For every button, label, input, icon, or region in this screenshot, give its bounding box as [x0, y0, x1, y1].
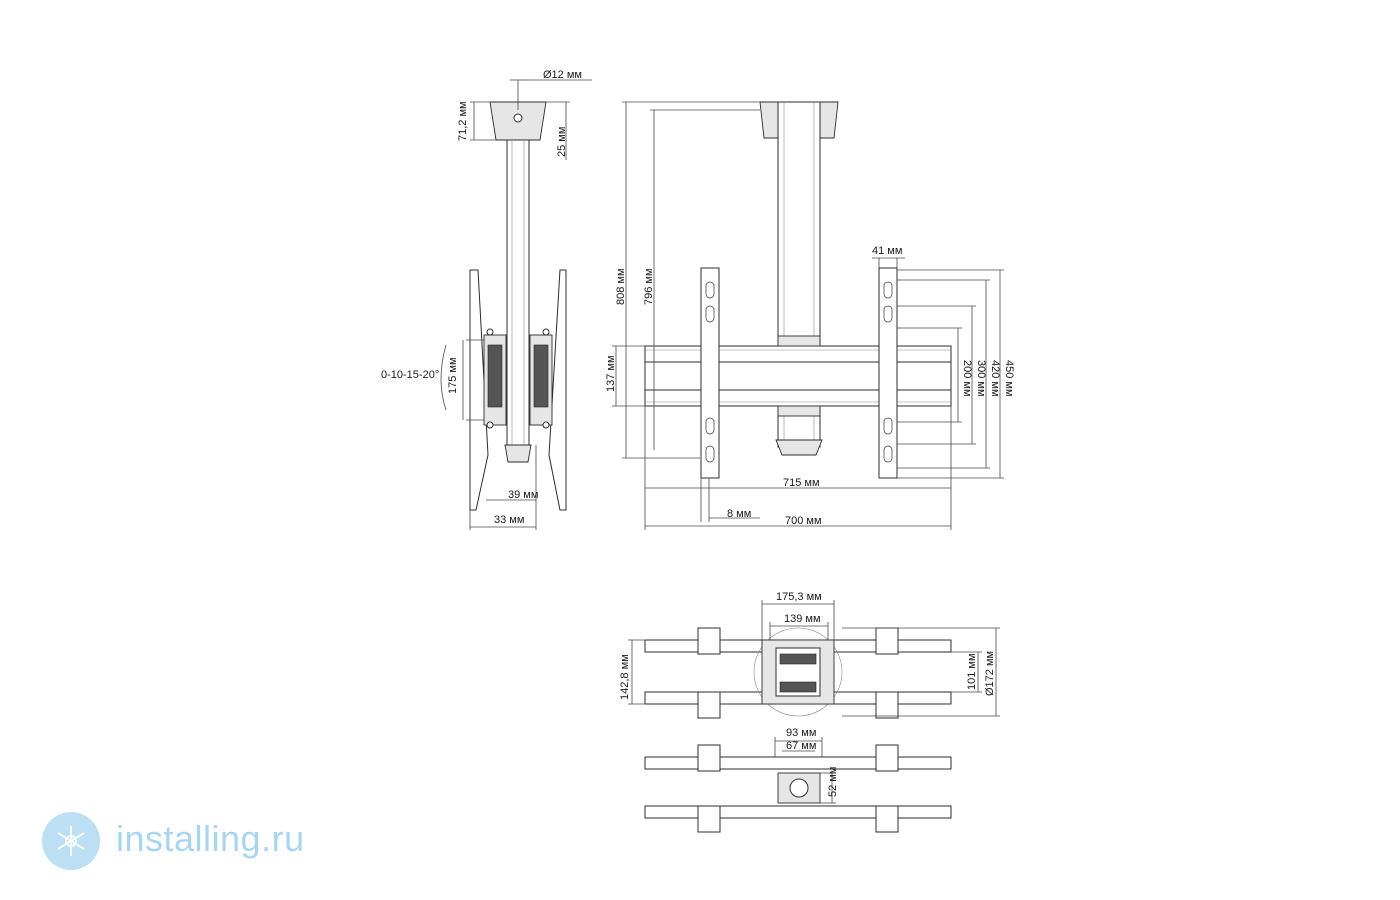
rail-mid: [644, 361, 952, 391]
dim-139-label: 139 мм: [784, 613, 821, 625]
dim-172-label: Ø172 мм: [984, 651, 996, 696]
dim-cap-offset-label: 25 мм: [556, 127, 568, 157]
tilt-arrow: [440, 344, 447, 411]
dim-808-label: 808 мм: [615, 268, 627, 305]
lower-rail-a: [644, 756, 952, 770]
left-vesa-strip: [700, 267, 720, 479]
tilt-range-label: 0-10-15-20°: [381, 369, 439, 381]
brand-watermark: installing.ru: [24, 806, 318, 876]
dim-715-label: 715 мм: [783, 477, 820, 489]
cap-bolt: [513, 113, 523, 123]
dim-420-label: 420 мм: [989, 360, 1001, 397]
dim-450-label: 450 мм: [1003, 360, 1015, 397]
right-plate: [548, 269, 567, 511]
snowflake-globe-icon: [42, 812, 100, 870]
dim-101-label: 101 мм: [966, 653, 978, 690]
dim-67-label: 67 мм: [786, 740, 816, 752]
rotation-circle: [753, 627, 843, 717]
dim-300-label: 300 мм: [975, 360, 987, 397]
left-plate: [469, 269, 489, 511]
brand-text: installing.ru: [116, 818, 305, 859]
dim-rod-label: Ø12 мм: [543, 69, 582, 81]
top-view-upper: [628, 600, 1000, 719]
dim-41-label: 41 мм: [872, 245, 902, 257]
dim-700-label: 700 мм: [785, 515, 822, 527]
rail-top: [644, 345, 952, 363]
dim-cap-height-label: 71,2 мм: [457, 101, 469, 141]
dim-bracket-label: 175 мм: [447, 357, 459, 394]
dim-175-3-label: 175,3 мм: [776, 591, 822, 603]
dim-142-8-label: 142,8 мм: [619, 654, 631, 700]
dim-137-label: 137 мм: [605, 355, 617, 392]
dim-8-label: 8 мм: [727, 508, 751, 520]
front-view: [612, 101, 1004, 530]
dim-93-label: 93 мм: [786, 727, 816, 739]
pole-end: [504, 444, 532, 463]
rail-bottom: [644, 389, 952, 407]
pole: [506, 139, 530, 446]
dim-depth-39-label: 39 мм: [508, 489, 538, 501]
dim-796-label: 796 мм: [643, 268, 655, 305]
right-vesa-strip: [878, 267, 898, 479]
dim-depth-33-label: 33 мм: [494, 514, 524, 526]
side-view: [440, 79, 592, 530]
top-view-lower: [644, 737, 952, 833]
dim-200-label: 200 мм: [961, 360, 973, 397]
dim-52-label: 52 мм: [827, 767, 839, 797]
lower-rail-b: [644, 805, 952, 819]
